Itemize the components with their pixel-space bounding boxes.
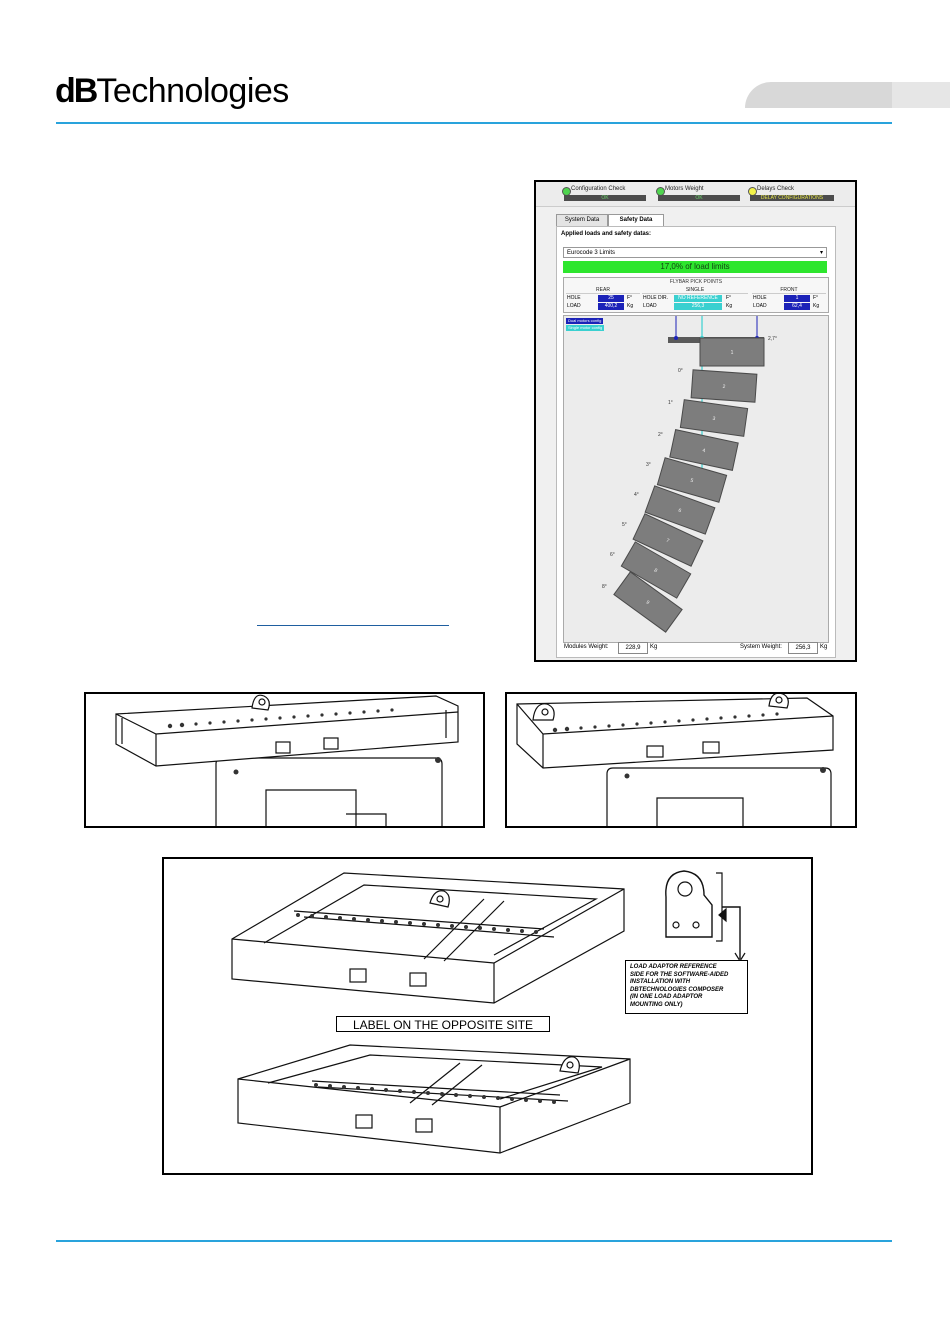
load-adaptor-reference-drawing — [162, 857, 813, 1175]
flybar-drawing-a — [115, 694, 459, 826]
module-box — [620, 541, 692, 599]
array-module: 1 — [699, 337, 765, 367]
module-box — [644, 485, 716, 535]
module-number: 8 — [653, 568, 659, 575]
single-group: SINGLE HOLE DIR. NO REFERENCE F° LOAD 25… — [642, 287, 748, 311]
module-box — [632, 513, 704, 567]
module-box — [699, 337, 765, 367]
applied-loads-heading: Applied loads and safety datas: — [561, 231, 652, 237]
flybar-mounting-illustration-b — [505, 692, 857, 828]
footer-rule — [56, 1240, 892, 1242]
module-box — [690, 369, 758, 403]
hyperlink-underline[interactable] — [257, 625, 449, 626]
flybar-drawing-b — [516, 694, 834, 826]
rear-pick-point — [674, 336, 678, 340]
single-load-value: 256,3 — [674, 303, 722, 310]
check-status-bar: Configuration Check OK Motors Weight OK … — [536, 182, 855, 207]
module-angle-label: 1° — [668, 400, 673, 406]
module-box — [679, 399, 749, 437]
module-number: 4 — [702, 448, 706, 454]
array-module: 2 — [690, 369, 758, 403]
module-number: 9 — [645, 600, 651, 607]
weights-footer: Modules Weight: 228,9 Kg System Weight: … — [564, 642, 834, 656]
module-box — [669, 429, 739, 471]
module-box — [613, 571, 683, 633]
rear-group: REAR HOLE 25 F° LOAD 400,2 Kg — [566, 287, 640, 311]
brand-logo: dBTechnologies — [55, 72, 289, 110]
front-group: FRONT HOLE 1 F° LOAD 62,4 Kg — [752, 287, 826, 311]
module-number: 3 — [712, 416, 716, 422]
module-angle-label: 8° — [602, 584, 607, 590]
module-number: 5 — [690, 478, 695, 485]
array-module: 9 — [613, 571, 683, 633]
module-number: 2 — [722, 384, 725, 390]
module-angle-label: 2° — [658, 432, 663, 438]
delays-check: Delays Check DELAY CONFIGURATIONS — [746, 186, 838, 202]
front-hole-value: 1 — [784, 295, 810, 302]
single-hole-direction: NO REFERENCE — [674, 295, 722, 302]
module-angle-label: 3° — [646, 462, 651, 468]
safety-data-panel: Applied loads and safety datas: Eurocode… — [556, 226, 836, 658]
flybar-pick-points: FLYBAR PICK POINTS REAR HOLE 25 F° LOAD … — [563, 277, 829, 313]
flybar-frames-drawing — [231, 870, 746, 1154]
top-angle-label: 2,7° — [768, 336, 777, 342]
module-number: 1 — [731, 350, 734, 356]
header-rule — [56, 122, 892, 124]
modules-weight-value: 228,9 — [618, 642, 648, 654]
array-module: 8 — [620, 541, 692, 599]
module-number: 7 — [665, 538, 670, 545]
line-array-drawing: 2,7° 1 2 0° 3 1° 4 2° 5 3° 6 4° 7 5° 8 6° 9 8° — [602, 316, 777, 633]
array-module: 5 — [656, 457, 728, 503]
legend-single-motor: Single motor config — [566, 325, 605, 331]
module-angle-label: 0° — [678, 368, 683, 374]
module-box — [656, 457, 728, 503]
array-module: 4 — [669, 429, 739, 471]
array-module: 6 — [644, 485, 716, 535]
configuration-check: Configuration Check OK — [560, 186, 648, 202]
array-module: 7 — [632, 513, 704, 567]
label-opposite-site: LABEL ON THE OPPOSITE SITE — [336, 1016, 550, 1032]
motors-weight-check: Motors Weight OK — [654, 186, 742, 202]
module-angle-label: 6° — [610, 552, 615, 558]
load-limits-bar: 17,0% of load limits — [563, 261, 827, 273]
rear-hole-value: 25 — [598, 295, 624, 302]
load-adaptor-note: LOAD ADAPTOR REFERENCE SIDE FOR THE SOFT… — [625, 960, 748, 1014]
module-angle-label: 4° — [634, 492, 639, 498]
front-load-value: 62,4 — [784, 303, 810, 310]
legend-dual-motors: Dual motors config — [566, 318, 604, 324]
flybar-mounting-illustration-a — [84, 692, 485, 828]
composer-software-screenshot: Configuration Check OK Motors Weight OK … — [534, 180, 857, 662]
module-number: 6 — [677, 508, 682, 515]
limits-select[interactable]: Eurocode 3 Limits — [563, 247, 827, 259]
system-weight-value: 256,3 — [788, 642, 818, 654]
array-module: 3 — [679, 399, 749, 437]
array-preview: Dual motors config Single motor config 2… — [563, 315, 829, 643]
rear-load-value: 400,2 — [598, 303, 624, 310]
module-angle-label: 5° — [622, 522, 627, 528]
flybar-title: FLYBAR PICK POINTS — [669, 279, 723, 285]
header-tab-decoration — [745, 82, 950, 108]
